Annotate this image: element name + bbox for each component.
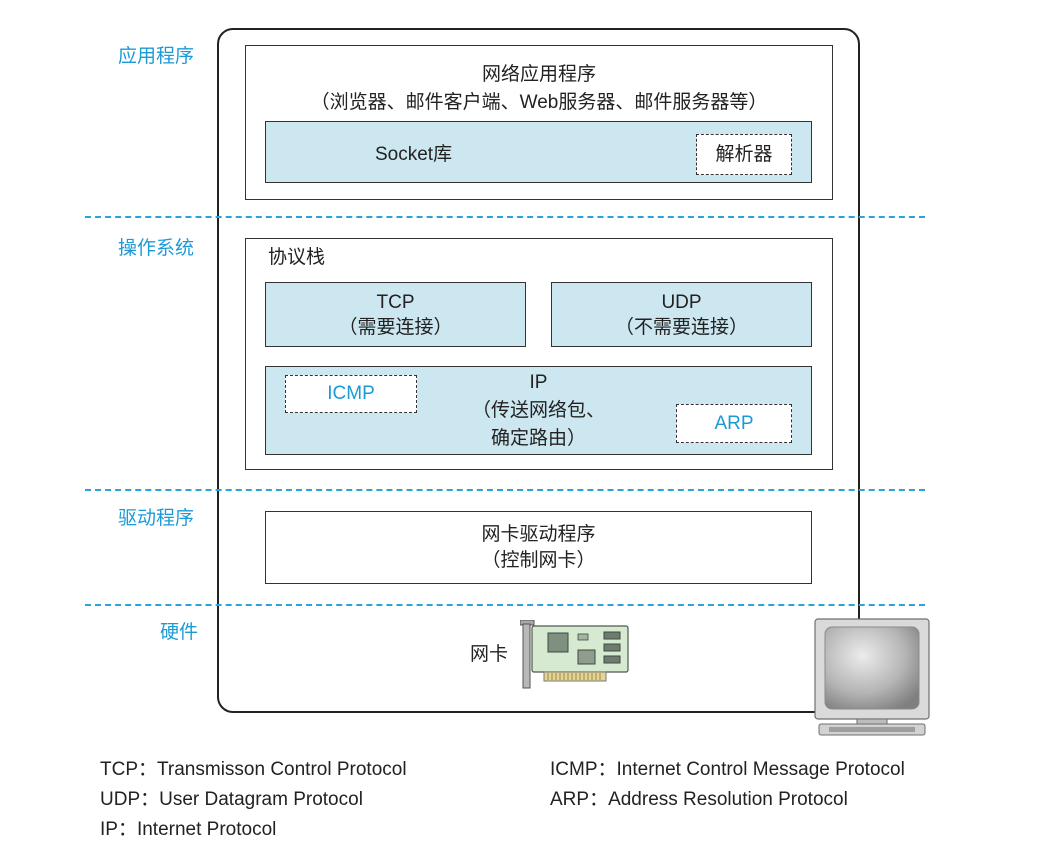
arp-box: ARP — [676, 404, 792, 443]
nic-label: 网卡 — [470, 644, 509, 665]
ip-note-line1: （传送网络包、 — [471, 400, 605, 421]
ip-text-block: IP （传送网络包、 确定路由） — [265, 369, 812, 453]
protocol-stack-title: 协议栈 — [268, 247, 326, 268]
application-subtitle: （浏览器、邮件客户端、Web服务器、邮件服务器等） — [310, 92, 768, 113]
arp-label: ARP — [714, 412, 754, 434]
udp-name: UDP — [661, 291, 702, 313]
tcp-box: TCP （需要连接） — [265, 282, 526, 347]
legend-icmp: ICMP：Internet Control Message Protocol — [550, 759, 905, 780]
icmp-label: ICMP — [327, 383, 375, 404]
separator-app-os — [85, 216, 925, 218]
legend-tcp: TCP：Transmisson Control Protocol — [100, 759, 407, 780]
layer-label-os: 操作系统 — [118, 238, 195, 259]
network-card-icon — [519, 619, 632, 690]
separator-os-driver — [85, 489, 925, 491]
tcp-note: （需要连接） — [338, 316, 453, 338]
nic-driver-title: 网卡驱动程序 — [481, 523, 596, 545]
application-title: 网络应用程序 — [481, 64, 596, 85]
udp-note: （不需要连接） — [614, 316, 748, 338]
socket-library-label: Socket库 — [375, 144, 453, 165]
resolver-label: 解析器 — [715, 143, 773, 165]
resolver-box: 解析器 — [696, 134, 792, 175]
layer-label-application: 应用程序 — [118, 46, 195, 67]
tcp-name: TCP — [376, 291, 415, 313]
udp-box: UDP （不需要连接） — [551, 282, 812, 347]
legend-arp: ARP：Address Resolution Protocol — [550, 789, 848, 810]
layer-label-driver: 驱动程序 — [118, 508, 195, 529]
layer-label-hardware: 硬件 — [160, 622, 199, 643]
computer-monitor-icon — [813, 617, 933, 737]
icmp-box: ICMP — [285, 375, 417, 413]
nic-driver-note: （控制网卡） — [481, 549, 596, 571]
nic-driver-box: 网卡驱动程序 （控制网卡） — [265, 511, 812, 584]
ip-note-line2: 确定路由） — [490, 428, 586, 449]
legend-udp: UDP：User Datagram Protocol — [100, 789, 363, 810]
separator-driver-hardware — [85, 604, 925, 606]
legend-ip: IP：Internet Protocol — [100, 819, 277, 840]
ip-name: IP — [529, 372, 548, 393]
